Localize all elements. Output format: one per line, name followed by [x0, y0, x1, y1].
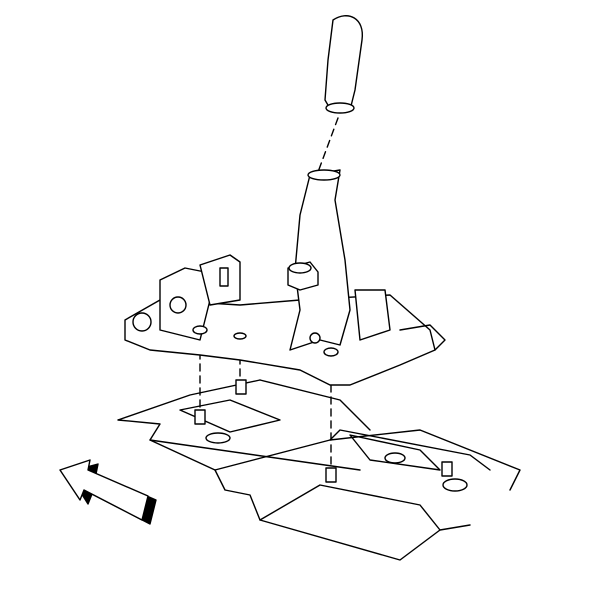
mounting-studs [194, 379, 453, 483]
floor-hole [205, 432, 231, 444]
bracket-hole [132, 312, 152, 332]
bracket-slot [219, 267, 229, 287]
stud [194, 409, 206, 425]
shifter-bracket-assembly [124, 254, 446, 386]
floor-panel [117, 379, 521, 561]
stud [441, 461, 453, 477]
shift-knob [324, 15, 363, 114]
mounting-nut [233, 332, 247, 340]
shift-lever-boot [287, 169, 351, 351]
mounting-nut [323, 347, 339, 357]
bracket-hole [169, 296, 187, 314]
front-direction-arrow-icon [59, 459, 157, 525]
floor-hole [442, 478, 468, 492]
stud [235, 379, 247, 395]
alignment-line [317, 117, 339, 173]
stud [325, 467, 337, 483]
floor-hole [384, 452, 406, 464]
mounting-nut [192, 325, 208, 335]
